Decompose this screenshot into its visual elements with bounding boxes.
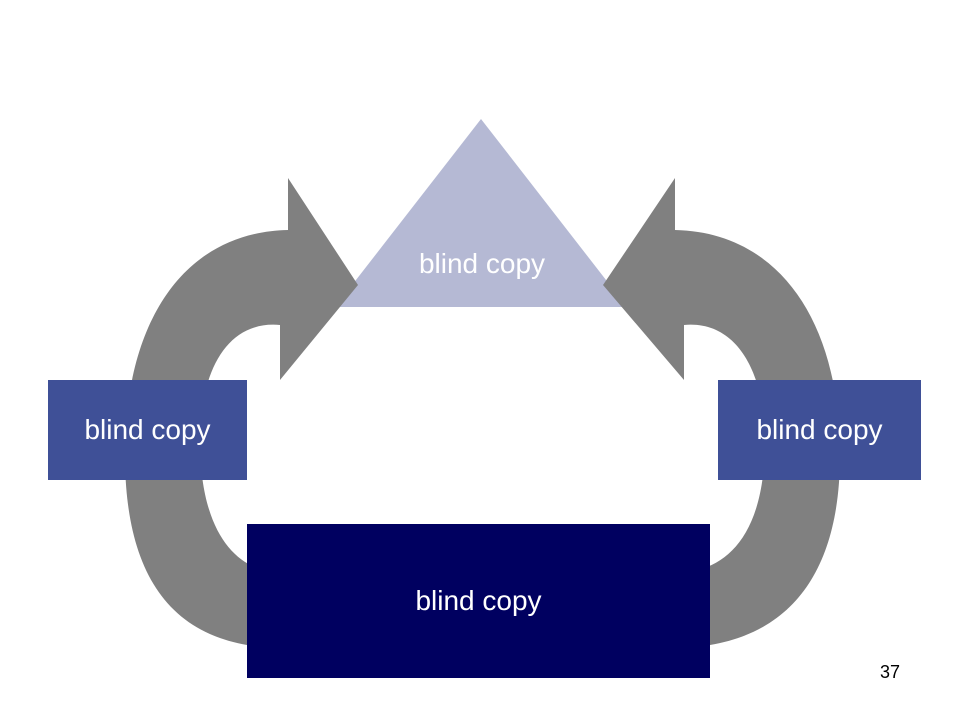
bottom-box: blind copy — [247, 524, 710, 678]
left-box: blind copy — [48, 380, 247, 480]
page-number: 37 — [879, 662, 900, 682]
bottom-box-label: blind copy — [415, 585, 542, 616]
right-box-label: blind copy — [756, 414, 883, 445]
left-cycle-arrow — [125, 178, 358, 645]
left-box-label: blind copy — [84, 414, 211, 445]
top-triangle-shape — [335, 119, 627, 307]
right-cycle-arrow — [603, 178, 840, 645]
right-box: blind copy — [718, 380, 921, 480]
top-triangle-label: blind copy — [418, 248, 546, 279]
